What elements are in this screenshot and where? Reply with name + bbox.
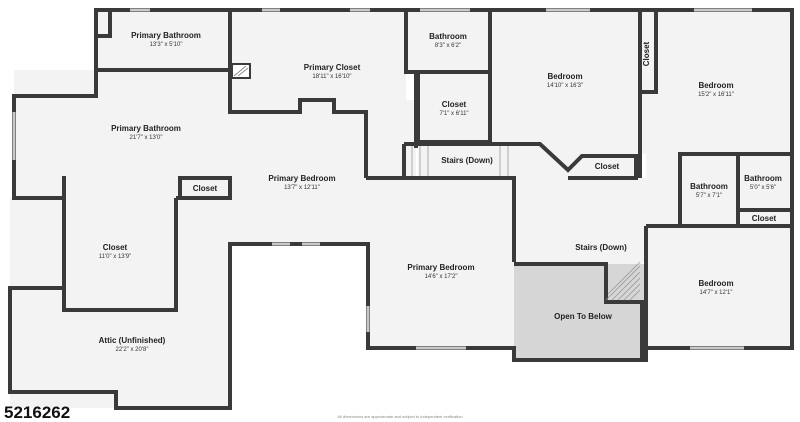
listing-number: 5216262 (4, 403, 70, 422)
room-labels: Primary Bathroom 13'3" x 5'10" Primary C… (99, 31, 782, 353)
room-dims: 21'7" x 13'0" (130, 135, 163, 141)
walls (8, 8, 794, 410)
room-label: Primary Bedroom (268, 174, 335, 183)
room-dims: 13'7" x 12'11" (284, 185, 320, 191)
footnote: All dimensions are approximate and subje… (337, 414, 462, 419)
room-label: Stairs (Down) (575, 243, 627, 252)
room-dims: 14'10" x 16'3" (547, 83, 583, 89)
room-dims: 22'2" x 20'8" (116, 347, 149, 353)
room-label: Bedroom (547, 72, 582, 81)
room-dims: 13'3" x 5'10" (150, 42, 183, 48)
room-label: Closet (752, 214, 777, 223)
room-label: Bathroom (429, 32, 467, 41)
room-label: Bedroom (698, 81, 733, 90)
room-label: Stairs (Down) (441, 156, 493, 165)
room-label: Bathroom (744, 174, 782, 183)
room-label: Primary Bathroom (111, 124, 181, 133)
room-dims: 5'0" x 5'6" (750, 185, 776, 191)
room-label: Primary Bathroom (131, 31, 201, 40)
room-label: Closet (193, 184, 218, 193)
floor-fills (10, 10, 792, 408)
room-dims: 11'0" x 13'9" (99, 254, 131, 260)
room-dims: 14'7" x 12'1" (700, 290, 733, 296)
room-label: Closet (103, 243, 128, 252)
room-label: Bathroom (690, 182, 728, 191)
room-label: Closet (442, 100, 467, 109)
room-dims: 7'1" x 6'11" (439, 111, 468, 117)
room-dims: 14'6" x 17'2" (425, 274, 458, 280)
room-label: Primary Closet (304, 63, 361, 72)
room-label: Primary Bedroom (407, 263, 474, 272)
room-label: Closet (595, 162, 620, 171)
stair-hatch-lower (605, 261, 641, 301)
windows (12, 8, 752, 350)
room-dims: 15'2" x 16'11" (698, 92, 734, 98)
room-dims: 18'11" x 16'10" (312, 74, 351, 80)
room-label: Bedroom (698, 279, 733, 288)
room-dims: 8'3" x 6'2" (435, 43, 461, 49)
room-label: Attic (Unfinished) (99, 336, 166, 345)
room-dims: 5'7" x 7'1" (696, 193, 722, 199)
chimney-hatch (231, 63, 251, 79)
room-label: Closet (642, 41, 651, 66)
room-label: Open To Below (554, 312, 612, 321)
stair-treads-top (411, 146, 509, 176)
